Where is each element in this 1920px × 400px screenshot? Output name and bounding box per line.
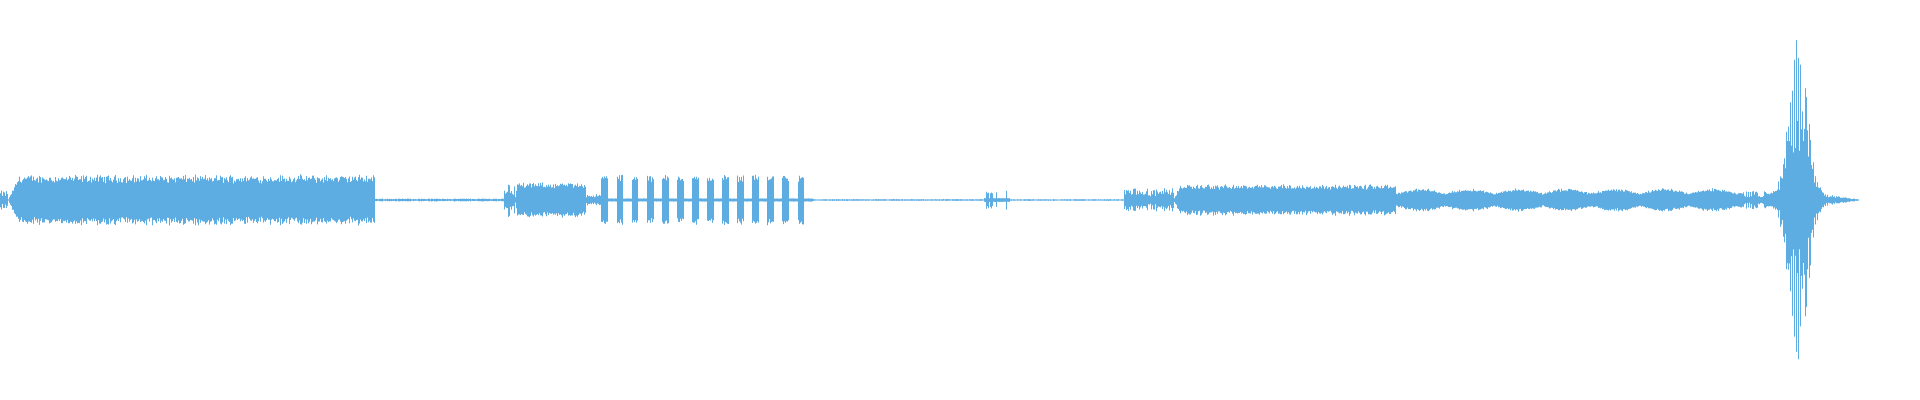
waveform-samples — [0, 40, 1859, 360]
